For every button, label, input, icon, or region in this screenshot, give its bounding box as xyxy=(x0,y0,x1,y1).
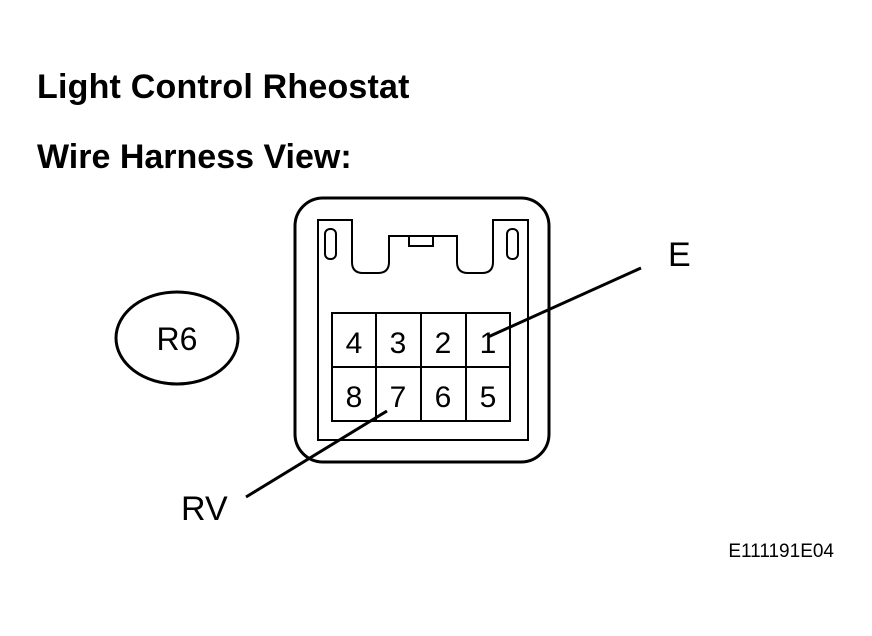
connector-code-ellipse xyxy=(114,290,240,386)
pin-number: 5 xyxy=(480,381,497,414)
connector-outer-housing xyxy=(293,196,551,464)
pin-number: 4 xyxy=(346,327,363,360)
pin-grid xyxy=(331,312,511,422)
pin-number: 3 xyxy=(390,327,407,360)
connector-inner-housing xyxy=(317,219,529,441)
lock-tab xyxy=(408,235,434,247)
leader-line-rv xyxy=(245,409,388,499)
pin-number: 6 xyxy=(435,381,452,414)
right-guide-slot xyxy=(506,228,519,260)
pin-number: 1 xyxy=(480,327,497,360)
left-guide-slot xyxy=(324,228,337,260)
pin-number: 8 xyxy=(346,381,363,414)
pin-number: 7 xyxy=(390,381,407,414)
terminal-label-e: E xyxy=(668,236,691,274)
pin-number: 2 xyxy=(435,327,452,360)
diagram-title: Light Control Rheostat xyxy=(37,68,410,106)
connector-code: R6 xyxy=(157,321,198,357)
view-label: Wire Harness View: xyxy=(37,138,352,176)
terminal-label-rv: RV xyxy=(181,490,228,528)
figure-code: E111191E04 xyxy=(728,541,834,562)
leader-line-e xyxy=(487,266,642,339)
